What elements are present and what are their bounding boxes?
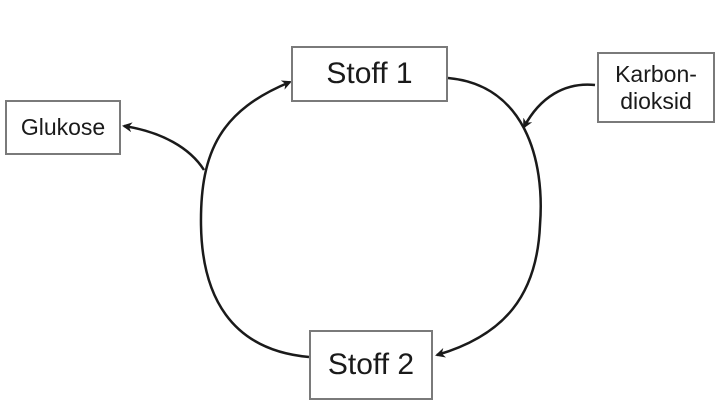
stoff2-label: Stoff 2 (327, 348, 415, 381)
karbondioksid-label-line1: Karbon- (615, 61, 697, 88)
arrow-to-glukose (122, 122, 206, 171)
arrow-from-karbondioksid (522, 83, 596, 129)
arrow-stoff1-to-stoff2 (435, 76, 542, 358)
glukose-label: Glukose (20, 114, 106, 140)
glukose-box: Glukose (5, 100, 121, 155)
stoff1-label: Stoff 1 (326, 57, 413, 90)
stoff1-box: Stoff 1 (291, 46, 448, 102)
karbondioksid-label-line2: dioksid (620, 87, 692, 114)
arrow-stoff2-to-stoff1 (199, 80, 310, 359)
karbondioksid-box: Karbon- dioksid (597, 52, 715, 123)
stoff2-box: Stoff 2 (309, 330, 433, 400)
